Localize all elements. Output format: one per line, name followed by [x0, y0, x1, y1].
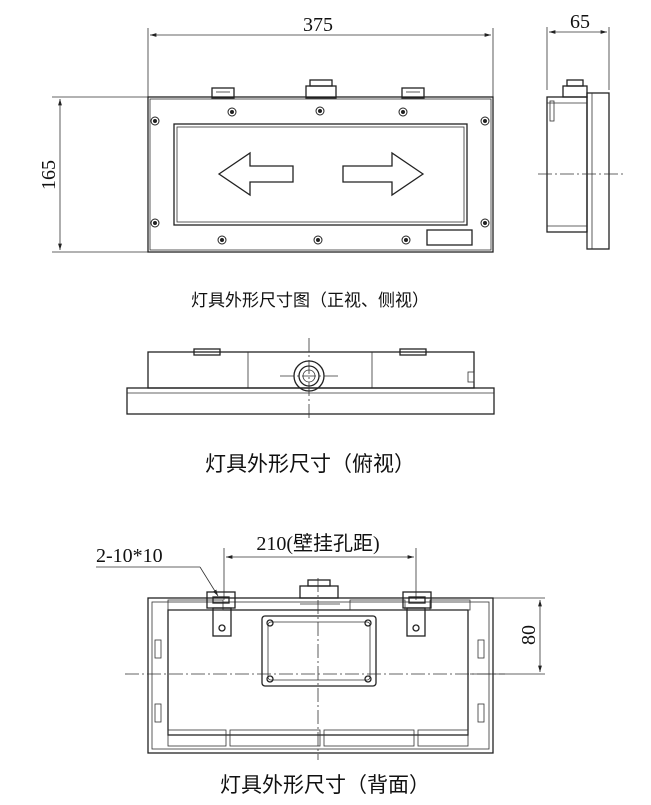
- back-height-dimension-label: 80: [518, 625, 540, 645]
- back-view: 2-10*10 210(壁挂孔距) 80: [96, 532, 545, 760]
- top-view: [126, 338, 495, 420]
- hole-spec-label: 2-10*10: [96, 545, 163, 567]
- depth-dimension-label: 65: [570, 11, 590, 33]
- arrow-right-icon: [342, 151, 425, 197]
- arrow-left-icon: [217, 151, 294, 197]
- width-dimension-label: 375: [303, 14, 333, 36]
- caption-front-side: 灯具外形尺寸图（正视、侧视）: [191, 291, 429, 311]
- height-dimension-label: 165: [38, 160, 60, 190]
- caption-back: 灯具外形尺寸（背面）: [220, 773, 430, 797]
- front-view: 375 165: [38, 14, 494, 253]
- caption-top: 灯具外形尺寸（俯视）: [205, 452, 415, 476]
- hole-spacing-label: 210(壁挂孔距): [256, 532, 379, 555]
- side-view: 65: [538, 11, 625, 250]
